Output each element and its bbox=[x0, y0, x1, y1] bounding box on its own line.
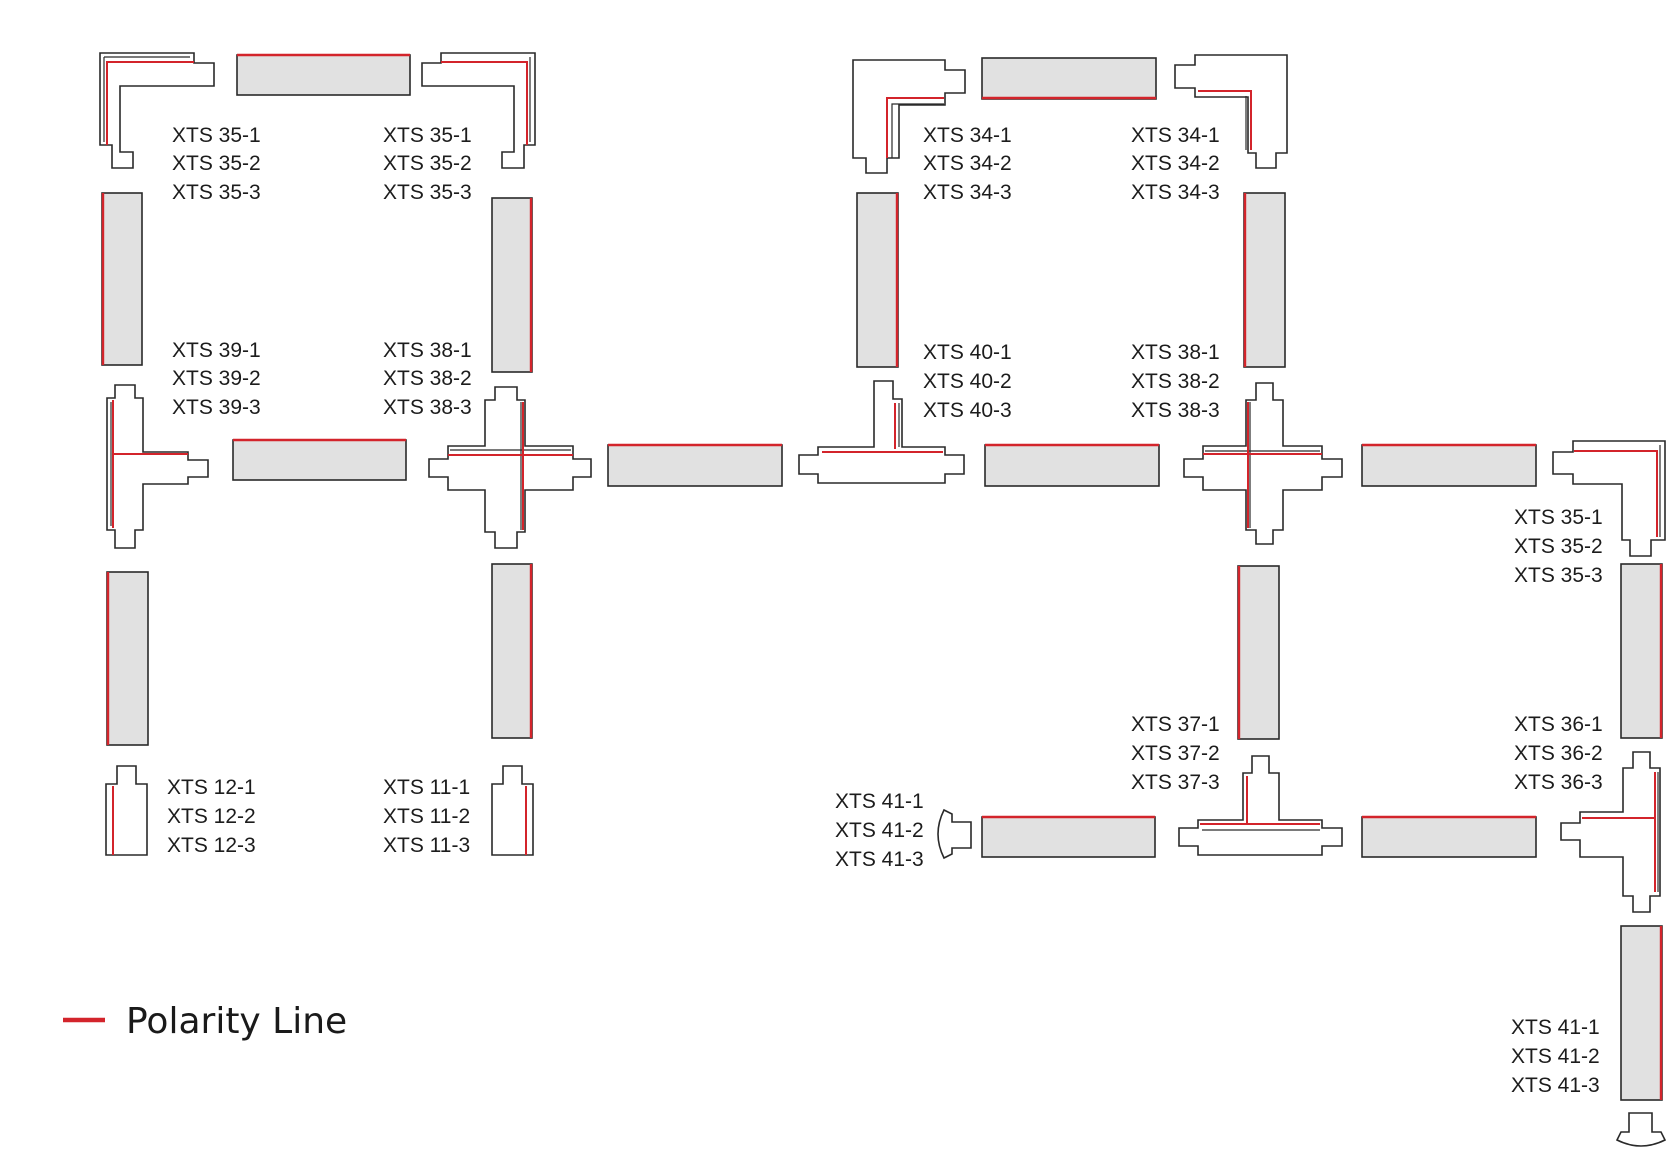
label-line: XTS 35-1 bbox=[383, 124, 472, 147]
label-line: XTS 40-1 bbox=[923, 341, 1012, 364]
track-rail bbox=[491, 197, 533, 373]
corner-connector bbox=[1174, 54, 1288, 169]
track-rail bbox=[1620, 563, 1663, 739]
end-cap bbox=[1615, 1112, 1667, 1147]
label-line: XTS 34-3 bbox=[923, 181, 1012, 204]
t-connector bbox=[1560, 751, 1661, 913]
label-line: XTS 38-1 bbox=[383, 339, 472, 362]
label-line: XTS 34-3 bbox=[1131, 181, 1220, 204]
track-rail bbox=[981, 57, 1157, 100]
t-connector bbox=[106, 384, 209, 549]
label-group: XTS 41-1 XTS 41-2 XTS 41-3 bbox=[835, 790, 924, 871]
label-group: XTS 39-1 XTS 39-2 XTS 39-3 bbox=[172, 339, 261, 419]
corner-connector bbox=[99, 52, 215, 169]
label-line: XTS 35-3 bbox=[172, 181, 261, 204]
corner-connector bbox=[852, 59, 966, 174]
corner-connector bbox=[1552, 440, 1666, 557]
label-line: XTS 37-2 bbox=[1131, 742, 1220, 765]
label-line: XTS 37-1 bbox=[1131, 713, 1220, 736]
track-rail bbox=[101, 192, 143, 366]
track-rail bbox=[856, 192, 899, 368]
label-line: XTS 38-3 bbox=[1131, 399, 1220, 422]
label-group: XTS 11-1 XTS 11-2 XTS 11-3 bbox=[383, 776, 470, 857]
track-rail bbox=[236, 53, 411, 96]
end-cap bbox=[937, 808, 972, 860]
label-line: XTS 36-1 bbox=[1514, 713, 1603, 736]
label-line: XTS 35-2 bbox=[172, 152, 261, 175]
label-group: XTS 37-1 XTS 37-2 XTS 37-3 bbox=[1131, 713, 1220, 794]
cross-connector bbox=[428, 386, 592, 549]
label-line: XTS 40-3 bbox=[923, 399, 1012, 422]
label-line: XTS 34-1 bbox=[1131, 124, 1220, 147]
legend-label: Polarity Line bbox=[126, 1001, 347, 1042]
track-rail bbox=[232, 438, 407, 481]
label-line: XTS 41-2 bbox=[835, 819, 924, 842]
label-line: XTS 38-3 bbox=[383, 396, 472, 419]
label-group: XTS 34-1 XTS 34-2 XTS 34-3 bbox=[923, 124, 1012, 204]
track-rail bbox=[607, 443, 783, 487]
label-line: XTS 35-3 bbox=[1514, 564, 1603, 587]
legend: Polarity Line bbox=[63, 1001, 347, 1042]
label-group: XTS 35-1 XTS 35-2 XTS 35-3 bbox=[383, 124, 472, 204]
label-line: XTS 38-1 bbox=[1131, 341, 1220, 364]
label-line: XTS 35-2 bbox=[1514, 535, 1603, 558]
track-rail bbox=[1237, 565, 1280, 740]
label-line: XTS 41-1 bbox=[1511, 1016, 1600, 1039]
label-line: XTS 34-2 bbox=[923, 152, 1012, 175]
label-line: XTS 34-1 bbox=[923, 124, 1012, 147]
track-rail bbox=[981, 815, 1156, 858]
label-line: XTS 11-2 bbox=[383, 805, 470, 828]
label-line: XTS 38-2 bbox=[1131, 370, 1220, 393]
label-line: XTS 41-1 bbox=[835, 790, 924, 813]
label-line: XTS 41-2 bbox=[1511, 1045, 1600, 1068]
track-rail bbox=[984, 443, 1160, 487]
label-line: XTS 37-3 bbox=[1131, 771, 1220, 794]
label-line: XTS 36-3 bbox=[1514, 771, 1603, 794]
label-group: XTS 41-1 XTS 41-2 XTS 41-3 bbox=[1511, 1016, 1600, 1097]
track-rail bbox=[1361, 443, 1537, 487]
label-line: XTS 11-1 bbox=[383, 776, 470, 799]
label-line: XTS 12-3 bbox=[167, 834, 256, 857]
label-line: XTS 40-2 bbox=[923, 370, 1012, 393]
end-feed bbox=[105, 765, 148, 856]
cross-connector bbox=[1183, 382, 1343, 545]
track-rail bbox=[1361, 815, 1537, 858]
label-line: XTS 41-3 bbox=[835, 848, 924, 871]
label-line: XTS 39-2 bbox=[172, 367, 261, 390]
corner-connector bbox=[421, 52, 536, 169]
label-line: XTS 35-3 bbox=[383, 181, 472, 204]
label-line: XTS 38-2 bbox=[383, 367, 472, 390]
end-feed bbox=[491, 765, 534, 856]
label-line: XTS 34-2 bbox=[1131, 152, 1220, 175]
label-line: XTS 12-2 bbox=[167, 805, 256, 828]
label-group: XTS 38-1 XTS 38-2 XTS 38-3 bbox=[1131, 341, 1220, 422]
label-line: XTS 35-2 bbox=[383, 152, 472, 175]
t-connector bbox=[798, 380, 965, 484]
label-group: XTS 34-1 XTS 34-2 XTS 34-3 bbox=[1131, 124, 1220, 204]
label-line: XTS 12-1 bbox=[167, 776, 256, 799]
track-rail bbox=[1620, 925, 1663, 1101]
label-line: XTS 39-3 bbox=[172, 396, 261, 419]
label-line: XTS 36-2 bbox=[1514, 742, 1603, 765]
label-group: XTS 36-1 XTS 36-2 XTS 36-3 bbox=[1514, 713, 1603, 794]
track-rail bbox=[106, 571, 149, 746]
label-group: XTS 40-1 XTS 40-2 XTS 40-3 bbox=[923, 341, 1012, 422]
label-group: XTS 35-1 XTS 35-2 XTS 35-3 bbox=[172, 124, 261, 204]
label-line: XTS 35-1 bbox=[1514, 506, 1603, 529]
track-rail bbox=[491, 563, 533, 739]
label-line: XTS 35-1 bbox=[172, 124, 261, 147]
label-line: XTS 11-3 bbox=[383, 834, 470, 857]
label-line: XTS 39-1 bbox=[172, 339, 261, 362]
label-line: XTS 41-3 bbox=[1511, 1074, 1600, 1097]
t-connector bbox=[1178, 755, 1343, 856]
label-group: XTS 35-1 XTS 35-2 XTS 35-3 bbox=[1514, 506, 1603, 587]
label-group: XTS 38-1 XTS 38-2 XTS 38-3 bbox=[383, 339, 472, 419]
track-rail bbox=[1243, 192, 1286, 368]
label-group: XTS 12-1 XTS 12-2 XTS 12-3 bbox=[167, 776, 256, 857]
